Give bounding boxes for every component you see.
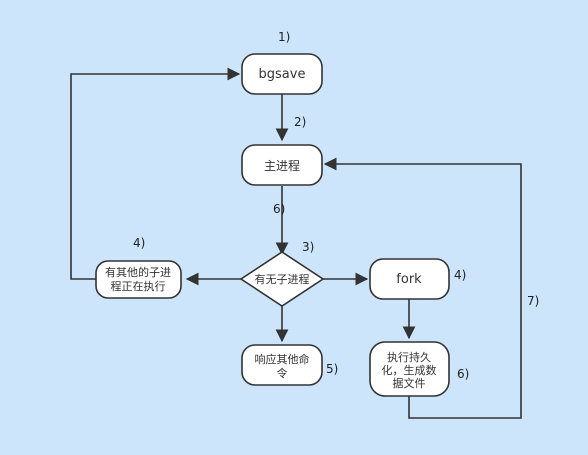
node-main-process-box — [241, 144, 323, 186]
node-bgsave-label: bgsave — [259, 67, 306, 82]
node-persist-label-line1: 执行持久 — [387, 350, 431, 364]
node-other-child-label-line1: 有其他的子进 — [105, 265, 171, 279]
step-label-4a: 4) — [133, 236, 145, 250]
node-fork-box — [369, 258, 450, 300]
node-other-child-box — [95, 260, 182, 299]
node-main-process-label: 主进程 — [264, 158, 300, 173]
step-label-7: 7) — [527, 294, 539, 308]
node-has-child-label: 有无子进程 — [255, 272, 310, 286]
node-persist-label-line3: 据文件 — [393, 376, 426, 390]
node-persist-box — [369, 341, 450, 397]
step-label-3: 3) — [302, 240, 314, 254]
node-persist-label-line2: 化，生成数 — [382, 363, 437, 377]
node-other-child-label-line2: 程正在执行 — [111, 279, 166, 293]
edge-other-child-loop-to-bgsave — [70, 67, 241, 280]
node-respond-label-line1: 响应其他命 — [255, 352, 310, 366]
step-label-5: 5) — [326, 362, 338, 376]
node-respond-label-line2: 令 — [277, 366, 288, 380]
step-label-6a: 6) — [273, 202, 285, 216]
step-label-2: 2) — [294, 115, 306, 129]
node-has-child-diamond — [239, 251, 325, 307]
step-label-6b: 6) — [457, 367, 469, 381]
node-fork-label: fork — [396, 272, 422, 287]
node-bgsave-box — [241, 53, 323, 95]
step-label-4b: 4) — [454, 268, 466, 282]
step-label-1: 1) — [278, 30, 290, 44]
edge-persist-loop-to-main — [323, 157, 522, 419]
node-respond-box — [241, 344, 323, 386]
